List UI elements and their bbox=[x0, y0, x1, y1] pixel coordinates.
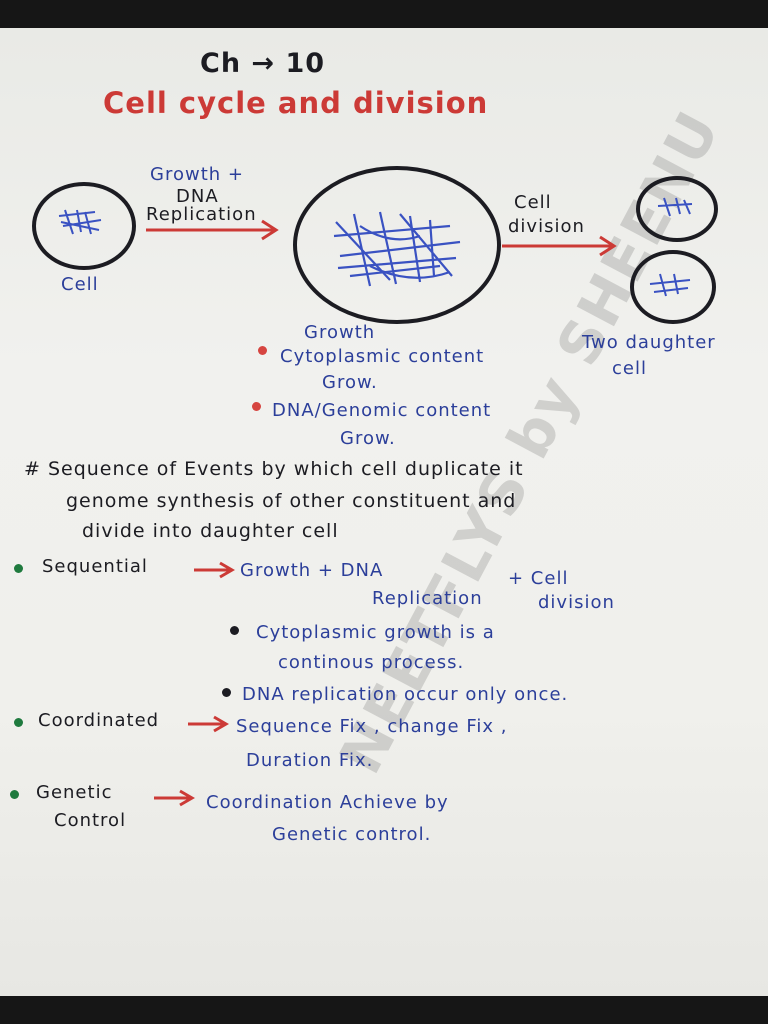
bullet-dot bbox=[14, 564, 23, 573]
chromosome-scribble-daughter1 bbox=[657, 197, 693, 217]
growth-point1-line1: Cytoplasmic content bbox=[280, 346, 485, 367]
chapter-title: Ch → 10 bbox=[200, 48, 326, 79]
chromosome-scribble-daughter2 bbox=[649, 273, 691, 297]
arrow1-label-line1: Growth + bbox=[150, 164, 244, 185]
coordinated-text-line1: Sequence Fix , change Fix , bbox=[236, 716, 508, 737]
daughter-label-line2: cell bbox=[612, 358, 647, 379]
growth-point1-line2: Grow. bbox=[322, 372, 378, 393]
bullet-dot bbox=[14, 718, 23, 727]
sequential-part2b: division bbox=[538, 592, 615, 613]
growth-heading: Growth bbox=[304, 322, 376, 343]
arrow-right-icon bbox=[194, 561, 235, 579]
cell-label: Cell bbox=[61, 274, 99, 295]
genetic-text-line1: Coordination Achieve by bbox=[206, 792, 449, 813]
daughter-cell-top bbox=[636, 176, 718, 242]
arrow-right-icon bbox=[154, 789, 195, 807]
daughter-cell-bottom bbox=[630, 250, 716, 324]
definition-line3: divide into daughter cell bbox=[82, 520, 339, 542]
topic-title: Cell cycle and division bbox=[103, 86, 489, 120]
arrow-right-icon bbox=[146, 219, 279, 241]
sequential-part2: + Cell bbox=[508, 568, 569, 589]
chromosome-scribble-small bbox=[58, 209, 102, 235]
definition-line2: genome synthesis of other constituent an… bbox=[66, 490, 517, 512]
sequential-note2: DNA replication occur only once. bbox=[242, 684, 569, 705]
genetic-label-line2: Control bbox=[54, 810, 127, 831]
arrow-right-icon bbox=[502, 235, 617, 257]
bullet-dot bbox=[252, 402, 261, 411]
arrow2-label-line1: Cell bbox=[514, 192, 552, 213]
parent-cell-circle bbox=[32, 182, 136, 270]
chromosome-scribble-large bbox=[333, 211, 461, 287]
coordinated-text-line2: Duration Fix. bbox=[246, 750, 374, 771]
arrow1-label-line3: Replication bbox=[146, 204, 257, 225]
sequential-part1: Growth + DNA bbox=[240, 560, 384, 581]
bullet-dot bbox=[230, 626, 239, 635]
bullet-dot bbox=[258, 346, 267, 355]
definition-line1: # Sequence of Events by which cell dupli… bbox=[24, 458, 524, 480]
sequential-note1-line2: continous process. bbox=[278, 652, 465, 673]
daughter-label-line1: Two daughter bbox=[582, 332, 716, 353]
growth-point2-line2: Grow. bbox=[340, 428, 396, 449]
grown-cell-circle bbox=[293, 166, 501, 324]
arrow1-label-line2: DNA bbox=[176, 186, 219, 207]
sequential-note1-line1: Cytoplasmic growth is a bbox=[256, 622, 495, 643]
bullet-dot bbox=[222, 688, 231, 697]
notes-page: NEETFLYS by SHEENU Ch → 10 Cell cycle an… bbox=[0, 28, 768, 996]
sequential-label: Sequential bbox=[42, 556, 148, 577]
arrow-right-icon bbox=[188, 715, 229, 733]
sequential-part1b: Replication bbox=[372, 588, 483, 609]
genetic-text-line2: Genetic control. bbox=[272, 824, 432, 845]
genetic-label-line1: Genetic bbox=[36, 782, 113, 803]
growth-point2-line1: DNA/Genomic content bbox=[272, 400, 492, 421]
coordinated-label: Coordinated bbox=[38, 710, 160, 731]
arrow2-label-line2: division bbox=[508, 216, 585, 237]
bullet-dot bbox=[10, 790, 19, 799]
